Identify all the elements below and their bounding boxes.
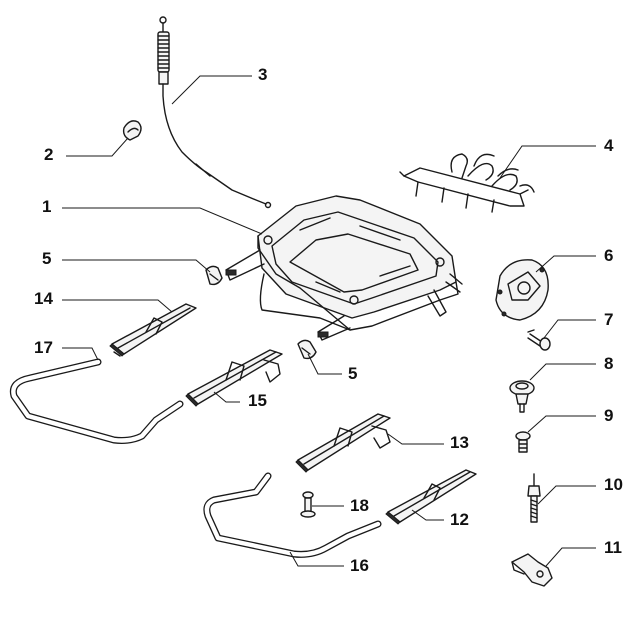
callout-18: 18 [350, 496, 369, 515]
callout-5-upper: 5 [42, 249, 52, 268]
part-15-slide-rail [185, 349, 283, 407]
part-18-bolt [300, 491, 316, 518]
part-4-spring-mat [399, 153, 535, 213]
callout-16: 16 [350, 556, 369, 575]
callout-13: 13 [450, 433, 469, 452]
leader-11 [545, 547, 596, 567]
part-12-slide-rail [385, 469, 477, 525]
leader-3 [171, 75, 252, 105]
part-16-tube [203, 472, 382, 558]
part-9-bolt [515, 431, 531, 453]
callout-1: 1 [42, 197, 52, 216]
leader-lines [62, 75, 596, 567]
callout-8: 8 [604, 354, 614, 373]
leader-15 [213, 391, 240, 403]
callout-12: 12 [450, 510, 469, 529]
part-11-bracket [511, 553, 553, 587]
part-1-seat-frame [225, 195, 463, 341]
leader-2 [66, 137, 129, 157]
callout-7: 7 [604, 310, 614, 329]
part-14-slide-rail [109, 303, 197, 357]
part-3-release-cable [157, 16, 272, 209]
callout-2: 2 [44, 145, 54, 164]
part-8-bolt [509, 380, 535, 413]
callout-5-lower: 5 [348, 364, 358, 383]
callout-9: 9 [604, 406, 614, 425]
callout-4: 4 [604, 136, 614, 155]
leader-16 [289, 551, 344, 567]
callout-6: 6 [604, 246, 614, 265]
callout-11: 11 [604, 538, 622, 557]
part-13-slide-rail [295, 413, 391, 473]
leader-4 [499, 145, 596, 179]
part-17-tube [9, 358, 184, 444]
part-6-mounting-plate [495, 259, 549, 321]
leader-10 [537, 485, 596, 505]
leader-5b [307, 353, 342, 375]
part-2-clip [122, 120, 142, 141]
callout-10: 10 [604, 475, 623, 494]
leader-17 [62, 347, 99, 361]
leader-14 [62, 299, 173, 313]
leader-13 [387, 433, 444, 445]
callout-17: 17 [34, 338, 53, 357]
part-10-stud [527, 473, 541, 523]
part-7-screw [527, 329, 551, 351]
leader-8 [529, 363, 596, 381]
leader-12 [411, 509, 444, 521]
part-5-clip-lower [297, 339, 317, 360]
part-5-clip-upper [205, 265, 223, 286]
leader-9 [527, 415, 596, 433]
leader-7 [543, 319, 596, 339]
callout-15: 15 [248, 391, 267, 410]
callout-3: 3 [258, 65, 268, 84]
leader-6 [535, 255, 596, 273]
leader-5a [62, 259, 211, 273]
leader-1 [62, 207, 263, 235]
callout-14: 14 [34, 289, 53, 308]
